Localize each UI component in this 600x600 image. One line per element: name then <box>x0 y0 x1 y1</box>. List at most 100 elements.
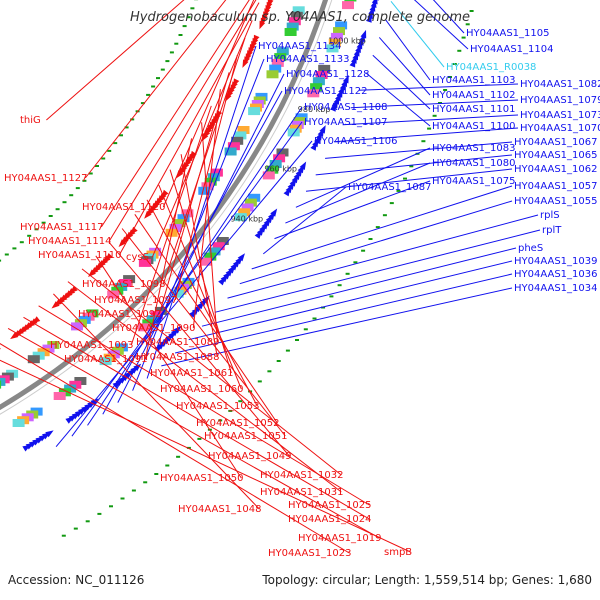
label-leader-line <box>55 140 313 448</box>
gene-label-hy04aas1_1105: HY04AAS1_1105 <box>466 28 549 39</box>
reverse-gene-arrow <box>287 181 295 190</box>
gene-label-hy04aas1_1114: HY04AAS1_1114 <box>28 236 111 247</box>
map-title: Hydrogenobaculum sp. Y04AAS1, complete g… <box>129 10 471 25</box>
gene-label-hy04aas1_1036: HY04AAS1_1036 <box>514 269 597 280</box>
gene-label-hy04aas1_1120: HY04AAS1_1120 <box>82 202 165 213</box>
gene-label-hy04aas1_1117: HY04AAS1_1117 <box>20 222 103 233</box>
cog-color-band <box>200 257 212 266</box>
cog-color-band <box>328 38 341 47</box>
reverse-gene-arrow <box>154 344 163 353</box>
gene-label-hy04aas1_1101: HY04AAS1_1101 <box>432 104 515 115</box>
reverse-gene-arrow <box>310 142 317 151</box>
cog-color-band <box>266 70 279 79</box>
gene-label-hy04aas1_1100: HY04AAS1_1100 <box>432 121 515 132</box>
gc-tick-mark <box>62 201 67 204</box>
gc-tick-mark <box>120 497 125 500</box>
cog-color-band <box>169 224 182 232</box>
cog-color-band <box>99 357 112 366</box>
reverse-gene-arrow <box>28 440 38 448</box>
gene-label-hy04aas1_1134: HY04AAS1_1134 <box>258 41 341 52</box>
gene-label-hy04aas1_1055: HY04AAS1_1055 <box>514 196 597 207</box>
label-leader-line <box>285 162 431 224</box>
gc-tick-mark <box>178 34 183 36</box>
gc-tick-mark <box>186 446 191 449</box>
label-leader-line <box>81 268 342 476</box>
reverse-gene-arrow <box>289 178 297 187</box>
cog-color-band <box>333 27 345 36</box>
gene-label-hy04aas1_1092: HY04AAS1_1092 <box>78 309 161 320</box>
forward-gene-arrow <box>10 332 19 340</box>
cog-color-band <box>0 377 6 386</box>
gc-tick-mark <box>368 238 373 240</box>
cog-color-band <box>276 148 289 157</box>
reverse-gene-arrow <box>330 103 337 112</box>
label-leader-line <box>174 55 238 301</box>
cog-color-band <box>274 53 287 62</box>
gc-tick-mark <box>218 419 223 422</box>
gene-label-hy04aas1_1067: HY04AAS1_1067 <box>514 137 597 148</box>
gene-label-hy04aas1_1050: HY04AAS1_1050 <box>160 473 243 484</box>
accession-label: Accession: NC_011126 <box>8 573 145 587</box>
gc-tick-mark <box>85 520 90 523</box>
forward-gene-arrow <box>242 59 249 68</box>
gene-label-hy04aas1_1024: HY04AAS1_1024 <box>288 514 371 525</box>
gc-tick-mark <box>101 157 106 160</box>
cog-color-band <box>204 177 217 186</box>
gene-label-hy04aas1_1051: HY04AAS1_1051 <box>204 431 287 442</box>
label-leader-line <box>23 316 370 520</box>
forward-gene-arrow <box>259 20 266 30</box>
gc-tick-mark <box>465 23 470 26</box>
cog-color-band <box>138 258 151 267</box>
label-leader-line <box>432 0 465 34</box>
label-leader-line <box>372 54 431 110</box>
cog-color-band <box>248 107 261 116</box>
cog-color-band <box>212 242 225 251</box>
cog-color-band <box>269 160 282 168</box>
gc-tick-mark <box>34 228 39 231</box>
gc-tick-mark <box>448 76 452 78</box>
label-leader-line <box>239 200 513 285</box>
gene-label-hy04aas1_1079: HY04AAS1_1079 <box>520 95 600 106</box>
label-leader-line <box>108 0 257 242</box>
cog-color-band <box>227 142 240 151</box>
cog-color-band <box>287 128 300 137</box>
reverse-gene-arrow <box>285 184 293 194</box>
label-leader-line <box>0 359 411 553</box>
label-leader-line <box>333 127 519 143</box>
cog-color-band <box>315 71 328 79</box>
gene-label-thig: thiG <box>20 115 41 126</box>
kbp-tick-label: 960 kbp <box>264 164 297 173</box>
gc-tick-mark <box>113 142 118 145</box>
gc-tick-mark <box>182 25 187 28</box>
cog-color-band <box>224 147 237 156</box>
label-leader-line <box>214 229 541 313</box>
gc-tick-mark <box>88 172 93 175</box>
gc-tick-mark <box>337 284 342 287</box>
gc-tick-mark <box>285 349 290 352</box>
gc-tick-mark <box>238 400 243 403</box>
reverse-gene-arrow <box>369 3 376 12</box>
gene-label-rpls: rplS <box>540 210 560 221</box>
label-leader-line <box>95 255 242 479</box>
reverse-gene-arrow <box>350 55 357 64</box>
gc-tick-mark <box>361 249 366 252</box>
label-leader-line <box>130 105 212 346</box>
cog-color-band <box>208 247 221 256</box>
label-leader-line <box>67 281 342 493</box>
gc-tick-mark <box>345 272 350 275</box>
gc-tick-mark <box>197 437 202 440</box>
label-leader-line <box>84 0 227 179</box>
label-leader-line <box>192 89 221 329</box>
gc-tick-mark <box>95 165 99 167</box>
label-leader-line <box>325 141 513 159</box>
gc-tick-mark <box>61 534 66 537</box>
gc-tick-mark <box>154 473 159 475</box>
gene-label-phes: pheS <box>518 243 543 254</box>
gene-label-hy04aas1_1049: HY04AAS1_1049 <box>208 451 291 462</box>
cog-color-band <box>330 32 343 41</box>
gc-tick-mark <box>160 68 165 71</box>
reverse-gene-arrow <box>339 82 346 91</box>
gc-tick-mark <box>169 51 174 54</box>
cog-color-band <box>307 89 320 98</box>
cog-color-band <box>273 154 286 163</box>
